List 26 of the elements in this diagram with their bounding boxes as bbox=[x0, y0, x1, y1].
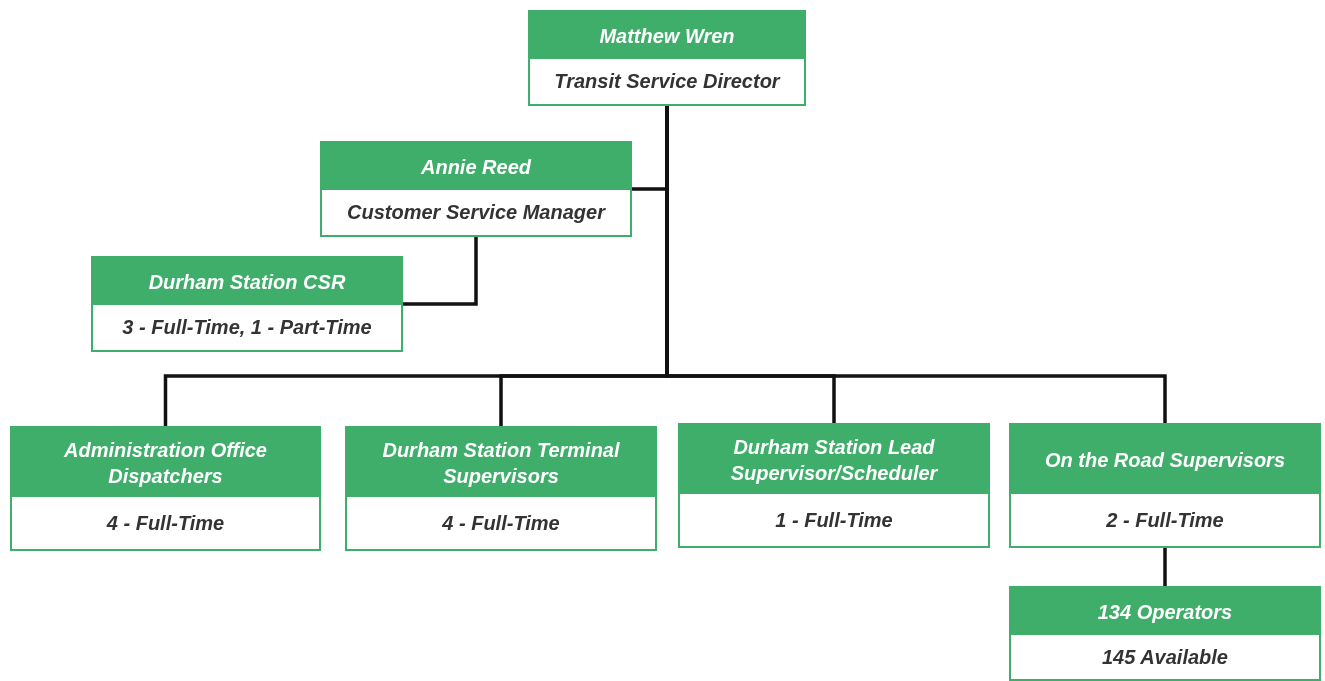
name-header: On the Road Supervisors bbox=[1044, 447, 1286, 473]
name-header: Administration Office Dispatchers bbox=[63, 437, 268, 489]
role-text: Transit Service Director bbox=[554, 70, 780, 93]
org-chart-box bbox=[345, 426, 657, 551]
role-text: 4 - Full-Time bbox=[106, 511, 225, 535]
name-header: Matthew Wren bbox=[599, 23, 735, 49]
org-chart-box bbox=[10, 426, 321, 551]
role-text: 4 - Full-Time bbox=[442, 511, 560, 535]
role-text: Customer Service Manager bbox=[347, 201, 605, 224]
name-header: Durham Station CSR bbox=[148, 269, 346, 295]
org-chart-box bbox=[91, 256, 403, 352]
name-header: Durham Station Terminal Supervisors bbox=[381, 437, 621, 489]
name-header: Annie Reed bbox=[421, 154, 531, 180]
org-chart-box bbox=[528, 10, 806, 106]
org-chart-box bbox=[678, 423, 990, 548]
role-text: 2 - Full-Time bbox=[1106, 508, 1224, 532]
name-header: 134 Operators bbox=[1097, 599, 1233, 625]
org-chart-box bbox=[320, 141, 632, 237]
connector-line bbox=[403, 237, 478, 306]
role-text: 3 - Full-Time, 1 - Part-Time bbox=[122, 316, 372, 339]
role-text: 1 - Full-Time bbox=[775, 508, 893, 532]
role-text: 145 Available bbox=[1102, 645, 1228, 669]
org-chart-box bbox=[1009, 586, 1321, 681]
connector-line bbox=[1163, 548, 1167, 586]
name-header: Durham Station Lead Supervisor/Scheduler bbox=[729, 434, 939, 486]
org-chart-box bbox=[1009, 423, 1321, 548]
